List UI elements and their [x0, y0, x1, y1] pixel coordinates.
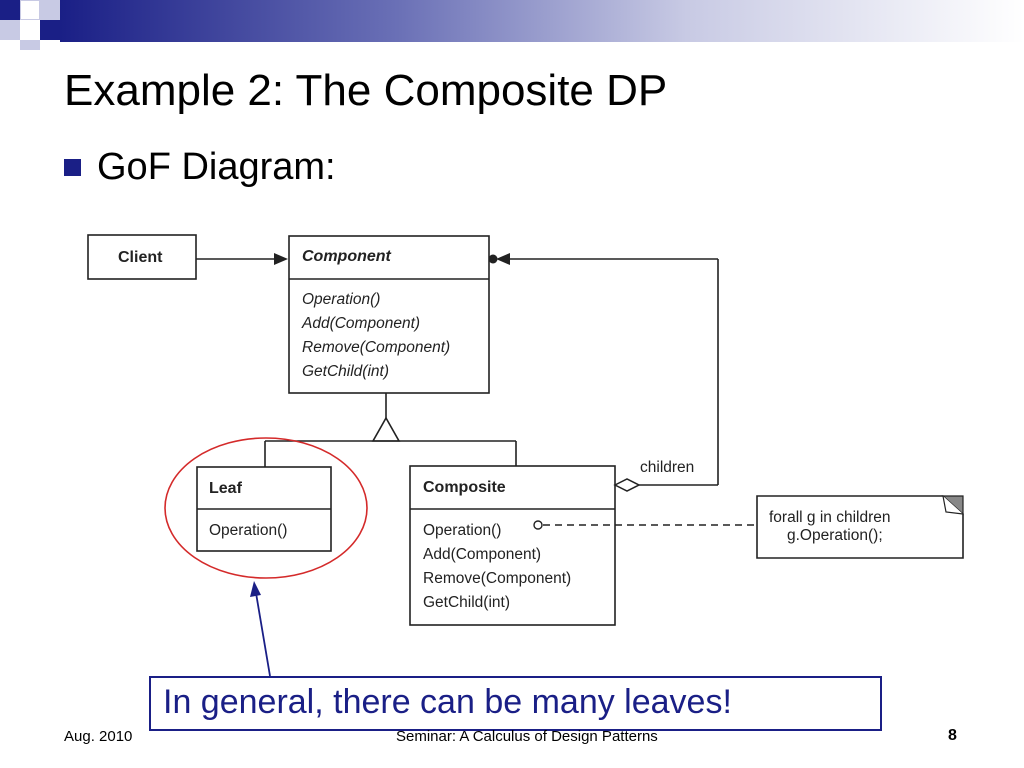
- generalization-arrow: [264, 393, 517, 467]
- component-operation: GetChild(int): [302, 363, 389, 380]
- composite-operation: Remove(Component): [423, 570, 571, 587]
- decor-square: [0, 0, 20, 20]
- composite-operation: Add(Component): [423, 546, 541, 563]
- composite-class-name: Composite: [423, 479, 506, 496]
- bullet-square-icon: [64, 158, 81, 176]
- children-label: children: [640, 459, 694, 476]
- footer-date: Aug. 2010: [64, 728, 133, 745]
- leaf-operation: Operation(): [209, 522, 287, 539]
- callout-box: In general, there can be many leaves!: [149, 676, 882, 731]
- callout-arrow: [250, 581, 271, 677]
- decor-square: [20, 40, 40, 50]
- component-operation: Operation(): [302, 291, 380, 308]
- component-class-name: Component: [302, 248, 392, 265]
- implementation-note: forall g in children g.Operation();: [756, 495, 964, 559]
- decor-square: [20, 0, 40, 20]
- note-line-1: forall g in children: [769, 509, 890, 526]
- slide-title: Example 2: The Composite DP: [64, 66, 668, 115]
- bullet-text: GoF Diagram:: [97, 145, 336, 188]
- title-decoration-bar: [0, 0, 1024, 50]
- note-connector: [533, 520, 757, 530]
- composite-operation: GetChild(int): [423, 594, 510, 611]
- bullet-item: GoF Diagram:: [64, 142, 336, 192]
- page-number: 8: [948, 727, 957, 744]
- note-line-2: g.Operation();: [787, 527, 883, 544]
- leaf-class-name: Leaf: [209, 480, 243, 497]
- gradient-bar: [60, 0, 1024, 42]
- callout-text: In general, there can be many leaves!: [163, 683, 732, 721]
- component-class-box: Component Operation() Add(Component) Rem…: [288, 235, 490, 394]
- decor-square: [20, 20, 40, 40]
- leaf-class-box: Leaf Operation(): [196, 466, 332, 552]
- leaf-highlight-circle: [164, 437, 368, 579]
- composite-class-box: Composite Operation() Add(Component) Rem…: [409, 465, 616, 626]
- footer-seminar-title: Seminar: A Calculus of Design Patterns: [396, 728, 658, 745]
- composite-operation: Operation(): [423, 522, 501, 539]
- client-class-box: Client: [87, 234, 197, 280]
- client-class-name: Client: [118, 249, 163, 266]
- decor-square: [0, 20, 20, 40]
- children-aggregation: children: [488, 253, 719, 492]
- decor-square: [40, 20, 60, 40]
- component-operation: Add(Component): [301, 315, 420, 332]
- client-component-association: [196, 253, 288, 265]
- component-operation: Remove(Component): [302, 339, 450, 356]
- decor-square: [40, 0, 60, 20]
